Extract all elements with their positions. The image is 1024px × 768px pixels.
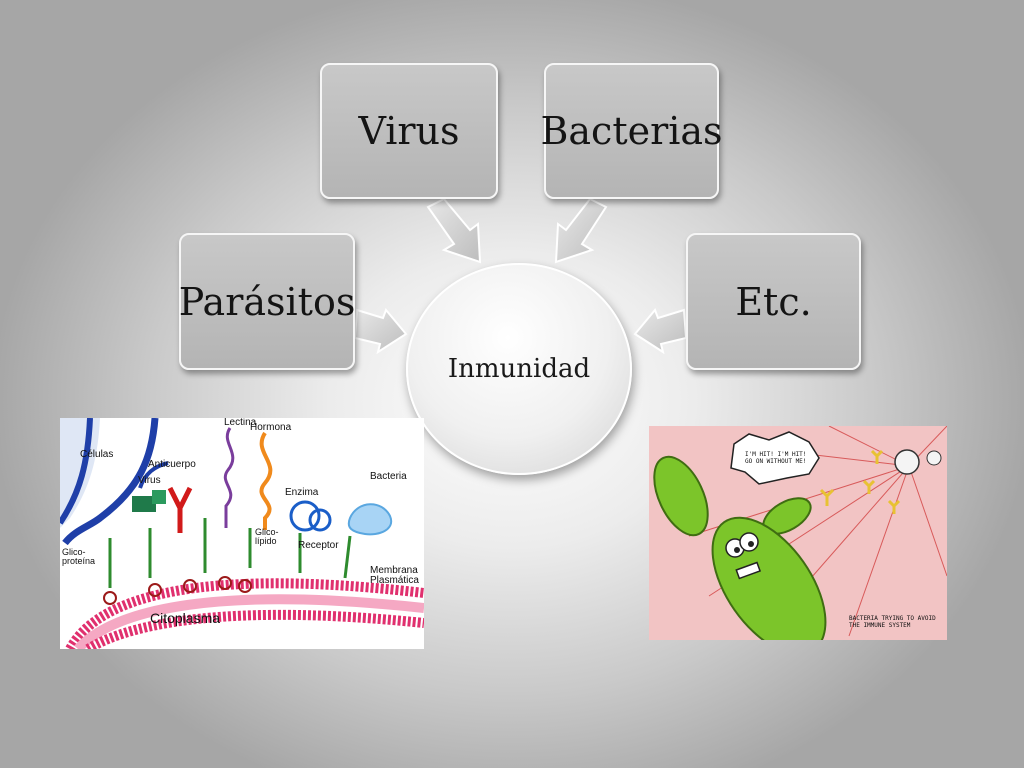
box-etc: Etc. [686,233,861,370]
box-bacterias-label: Bacterias [540,109,723,153]
label-glicoproteina: Glico- proteína [62,547,96,566]
label-celulas: Células [80,449,114,460]
label-enzima: Enzima [285,487,319,498]
label-hormona: Hormona [250,422,292,433]
label-lectina: Lectina [224,418,257,428]
box-virus: Virus [320,63,498,199]
box-virus-label: Virus [358,109,460,153]
cartoon-drawing [653,426,947,640]
label-bacteria: Bacteria [370,471,407,482]
box-bacterias: Bacterias [540,63,723,199]
cell-membrane-illustration: Células Virus Anticuerpo Lectina Hormona… [60,418,424,649]
label-anticuerpo: Anticuerpo [148,459,196,470]
arrow-parasitos [353,308,408,355]
membrane-drawing [60,418,424,649]
arrow-etc [633,308,688,355]
box-parasitos: Parásitos [179,233,355,370]
cartoon-caption: BACTERIA TRYING TO AVOID THE IMMUNE SYST… [849,615,936,629]
label-virus: Virus [138,475,161,486]
arrow-virus [426,197,482,264]
box-etc-label: Etc. [735,279,812,324]
bacteria-cartoon: I'M HIT! I'M HIT! GO ON WITHOUT ME! BACT… [649,426,947,640]
arrow-bacterias [554,197,608,264]
speech-bubble-text: I'M HIT! I'M HIT! GO ON WITHOUT ME! [745,451,807,465]
label-glicolipido: Glico- lípido [255,527,279,546]
label-membrana: Membrana Plasmática [370,565,419,586]
box-parasitos-label: Parásitos [178,279,356,324]
center-circle: Inmunidad [406,263,632,475]
label-receptor: Receptor [298,540,339,551]
label-citoplasma: Citoplasma [150,610,221,626]
center-label: Inmunidad [447,354,591,384]
